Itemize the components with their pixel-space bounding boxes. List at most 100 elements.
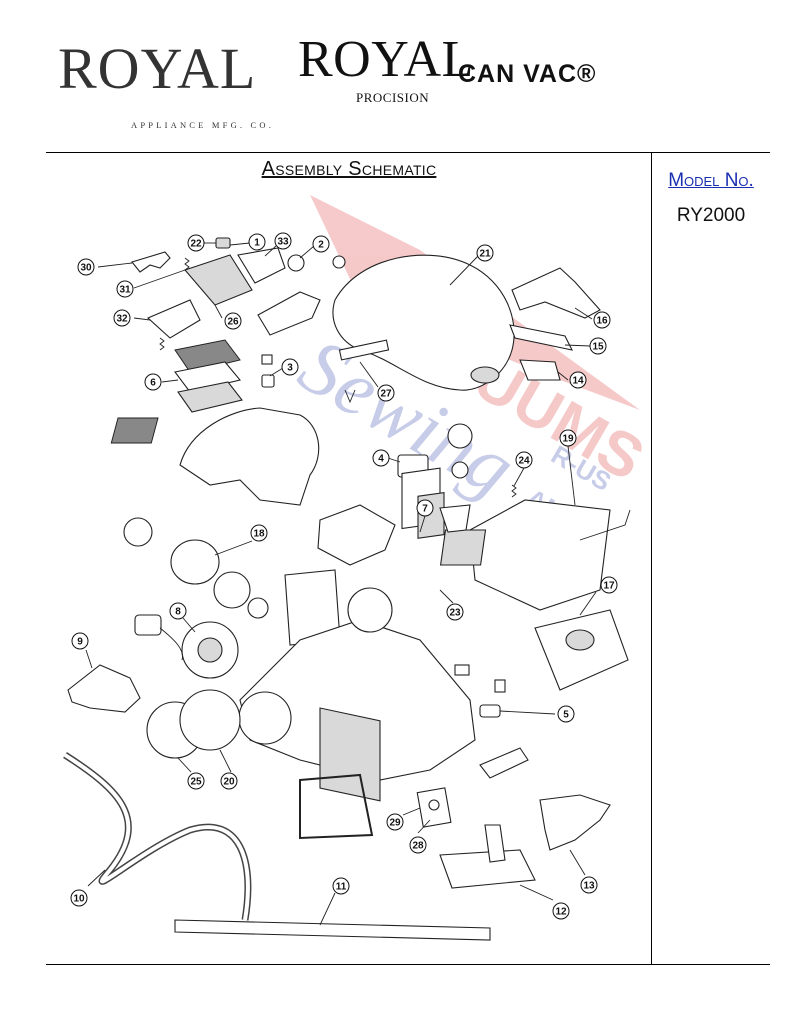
callout-22: 22 [187, 234, 205, 252]
part-30-shape [131, 251, 171, 273]
callout-28: 28 [409, 836, 427, 854]
callout-circle [446, 603, 464, 621]
part-21-grip [470, 366, 500, 384]
bottom-rule [46, 964, 770, 965]
callout-circle [312, 235, 330, 253]
part-20-wheel [179, 689, 241, 751]
part-19-latch [579, 509, 631, 541]
callout-circle [113, 309, 131, 327]
royal-logo-word: ROYAL [58, 36, 257, 101]
callout-number: 6 [150, 378, 156, 389]
callout-7: 7 [416, 499, 434, 517]
callout-circle [409, 836, 427, 854]
callout-number: 32 [116, 314, 128, 325]
callout-number: 10 [73, 894, 85, 905]
royal-logo-subtitle: APPLIANCE MFG. CO. [131, 120, 275, 130]
section-title: Assembly Schematic [261, 158, 437, 180]
callout-number: 18 [253, 529, 265, 540]
part-16-crevice-tool [511, 267, 601, 319]
callout-number: 31 [119, 285, 131, 296]
callout-circle [476, 244, 494, 262]
callout-1: 1 [248, 233, 266, 251]
callout-number: 26 [227, 317, 239, 328]
callout-11: 11 [332, 877, 350, 895]
handle-plate-shape [257, 291, 321, 336]
part-13-floor-brush [539, 794, 611, 851]
part-26-shape [184, 254, 253, 306]
part-8-cord-reel [134, 614, 239, 679]
callout-19: 19 [559, 429, 577, 447]
part-11-wand [174, 919, 491, 941]
product-name: CAN VAC® [458, 60, 597, 88]
callout-number: 21 [479, 249, 491, 260]
callout-30: 30 [77, 258, 95, 276]
part-19-dust-bin [469, 499, 611, 611]
callout-number: 16 [596, 316, 608, 327]
callout-8: 8 [169, 602, 187, 620]
callout-circle [559, 429, 577, 447]
callout-circle [580, 876, 598, 894]
callout-circle [372, 449, 390, 467]
callout-10: 10 [70, 889, 88, 907]
callout-circle [187, 234, 205, 252]
upper-housing-filter-slot [110, 417, 159, 444]
callout-number: 25 [190, 777, 202, 788]
callout-number: 20 [223, 777, 235, 788]
callout-circle [593, 311, 611, 329]
callout-circle [77, 258, 95, 276]
callout-number: 5 [563, 710, 569, 721]
callout-circle [144, 373, 162, 391]
leader-lines [85, 242, 597, 926]
model-number-value: RY2000 [676, 205, 746, 226]
drive-belt [299, 773, 374, 840]
callout-circle [169, 602, 187, 620]
part-27-clip [344, 389, 356, 404]
callout-circle [377, 384, 395, 402]
part-12-neck [484, 824, 506, 863]
part-9-shape [67, 664, 141, 713]
callout-number: 17 [603, 581, 615, 592]
callout-number: 11 [336, 882, 347, 893]
callout-27: 27 [377, 384, 395, 402]
callout-number: 1 [254, 238, 260, 249]
callout-number: 22 [190, 239, 202, 250]
callout-circle [220, 772, 238, 790]
inner-housing [317, 504, 396, 566]
part-15-tool [509, 324, 574, 351]
callout-circle [274, 232, 292, 250]
callout-circle [116, 280, 134, 298]
callout-number: 29 [389, 818, 401, 829]
callout-number: 15 [592, 342, 604, 353]
part-33-shape [237, 247, 286, 284]
callout-number: 2 [318, 240, 324, 251]
callout-number: 30 [80, 263, 92, 274]
callout-number: 24 [518, 456, 530, 467]
callout-6: 6 [144, 373, 162, 391]
callout-circle [515, 451, 533, 469]
part-2-washer [332, 255, 346, 269]
callout-circle [600, 576, 618, 594]
callout-number: 23 [449, 608, 461, 619]
model-number-label: Model No. [668, 170, 754, 191]
callout-number: 27 [380, 389, 392, 400]
callout-circle [589, 337, 607, 355]
callout-number: 19 [562, 434, 574, 445]
part-14-brush [519, 359, 561, 381]
callout-32: 32 [113, 309, 131, 327]
nozzle-agitator [479, 747, 529, 779]
main-body [239, 619, 476, 781]
nozzle-piece [439, 504, 471, 533]
procision-logo-subtitle: PROCISION [356, 90, 430, 105]
part-27-shape [338, 339, 390, 361]
callout-circle [70, 889, 88, 907]
callout-13: 13 [580, 876, 598, 894]
callout-number: 3 [287, 363, 293, 374]
part-10-hose-inner [63, 753, 250, 921]
part-24-spring [511, 484, 517, 498]
callout-circle [416, 499, 434, 517]
top-rule [46, 152, 770, 153]
callout-12: 12 [552, 902, 570, 920]
column-divider [651, 152, 652, 964]
